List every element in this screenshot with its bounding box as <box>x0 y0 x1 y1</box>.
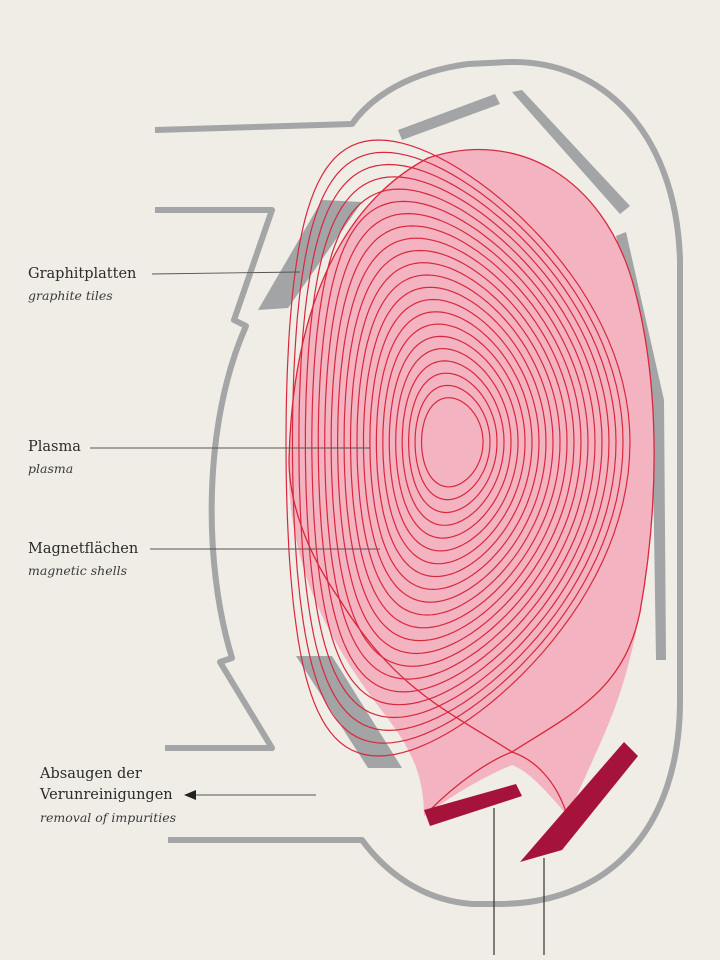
magnetic-shell <box>375 311 533 578</box>
magnetic-shell <box>382 323 526 565</box>
divertor-leg <box>511 751 567 813</box>
label-graphite-en: graphite tiles <box>28 288 113 303</box>
magnetic-shell <box>285 139 631 757</box>
label-plasma-de: Plasma <box>28 439 81 455</box>
magnetic-shell <box>414 384 491 501</box>
magnetic-shell <box>369 298 540 591</box>
magnetic-shell <box>291 151 624 744</box>
magnetic-shell <box>356 274 554 616</box>
graphite-tile <box>258 200 362 310</box>
divertor-leg <box>429 751 513 811</box>
magnetic-shell <box>317 200 596 693</box>
label-impurities-de-2: Verunreinigungen <box>40 787 173 803</box>
arrowhead-left-icon <box>184 790 196 800</box>
magnetic-shell <box>343 249 568 642</box>
plasma-region <box>288 149 655 816</box>
divertor-plate-right <box>520 742 638 862</box>
leader-graphite <box>151 271 301 275</box>
magnetic-shell <box>330 225 582 667</box>
graphite-tile <box>398 94 500 140</box>
magnetic-shell <box>336 237 575 655</box>
magnetic-shell <box>298 163 617 732</box>
magnetic-shell <box>388 335 519 552</box>
vessel-wall <box>154 58 683 907</box>
separatrix <box>288 149 655 753</box>
label-impurities-en: removal of impurities <box>40 810 177 825</box>
magnetic-shell <box>420 397 484 488</box>
vessel-inner-wall <box>155 207 275 751</box>
divertor-plate-left <box>424 784 522 826</box>
magnetic-shell <box>324 212 589 680</box>
label-graphite-de: Graphitplatten <box>28 266 137 282</box>
magnetic-shells <box>285 139 631 757</box>
magnetic-shell <box>362 286 547 603</box>
label-impurities-de-1: Absaugen der <box>40 766 142 782</box>
magnetic-shell <box>401 360 505 526</box>
magnetic-shell <box>395 347 512 539</box>
magnetic-shell <box>311 188 603 706</box>
magnetic-shell <box>349 262 561 629</box>
graphite-tile <box>296 656 402 768</box>
label-shells-de: Magnetflächen <box>28 541 139 557</box>
graphite-tile <box>512 90 630 214</box>
magnetic-shell <box>407 372 498 514</box>
label-plasma-en: plasma <box>28 461 74 476</box>
magnetic-shell <box>304 176 610 719</box>
label-shells-en: magnetic shells <box>28 563 128 578</box>
